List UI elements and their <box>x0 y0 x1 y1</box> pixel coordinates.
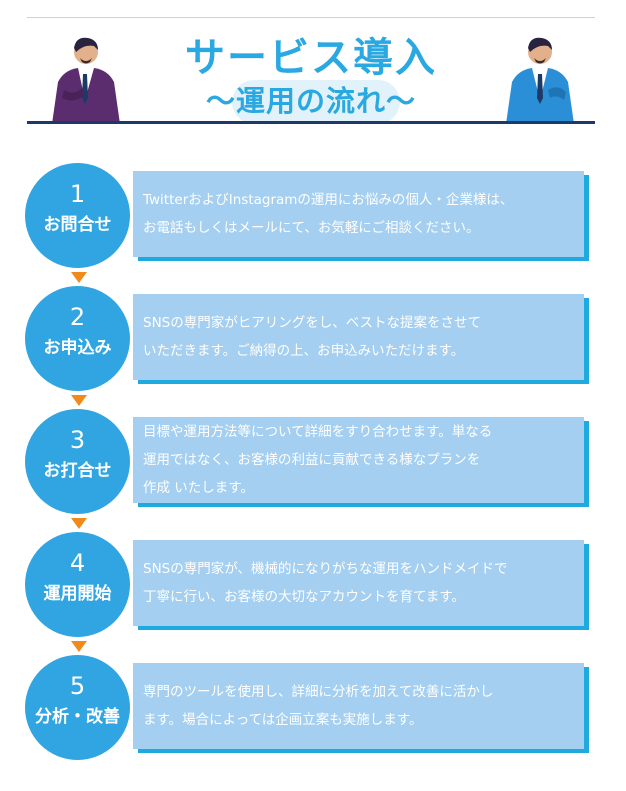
step-circle: 2 お申込み <box>25 286 130 391</box>
step-2: SNSの専門家がヒアリングをし、ベストな提案をさせて いただきます。ご納得の上、… <box>25 286 590 392</box>
step-4: SNSの専門家が、機械的になりがちな運用をハンドメイドで 丁寧に行い、お客様の大… <box>25 532 590 638</box>
step-1: TwitterおよびInstagramの運用にお悩みの個人・企業様は、 お電話も… <box>25 163 590 269</box>
down-arrow-icon <box>71 518 87 529</box>
step-label: お打合せ <box>25 459 130 483</box>
step-5: 専門のツールを使用し、詳細に分析を加えて改善に活かし ます。場合によっては企画立… <box>25 655 590 761</box>
step-number: 3 <box>25 426 130 454</box>
down-arrow-icon <box>71 395 87 406</box>
step-circle: 1 お問合せ <box>25 163 130 268</box>
step-number: 5 <box>25 672 130 700</box>
step-3: 目標や運用方法等について詳細をすり合わせます。単なる 運用ではなく、お客様の利益… <box>25 409 590 515</box>
step-description: 目標や運用方法等について詳細をすり合わせます。単なる 運用ではなく、お客様の利益… <box>143 417 583 503</box>
step-description: SNSの専門家が、機械的になりがちな運用をハンドメイドで 丁寧に行い、お客様の大… <box>143 540 583 626</box>
step-number: 2 <box>25 303 130 331</box>
step-label: お申込み <box>25 336 130 360</box>
step-label: 分析・改善 <box>25 705 130 729</box>
step-description: 専門のツールを使用し、詳細に分析を加えて改善に活かし ます。場合によっては企画立… <box>143 663 583 749</box>
step-circle: 5 分析・改善 <box>25 655 130 760</box>
businessman-blue-icon <box>500 30 582 124</box>
top-divider <box>27 17 595 18</box>
header-underline <box>27 121 595 124</box>
step-circle: 3 お打合せ <box>25 409 130 514</box>
step-number: 4 <box>25 549 130 577</box>
step-label: お問合せ <box>25 213 130 237</box>
step-description: TwitterおよびInstagramの運用にお悩みの個人・企業様は、 お電話も… <box>143 171 583 257</box>
businessman-purple-icon <box>44 30 126 124</box>
step-description: SNSの専門家がヒアリングをし、ベストな提案をさせて いただきます。ご納得の上、… <box>143 294 583 380</box>
down-arrow-icon <box>71 272 87 283</box>
step-circle: 4 運用開始 <box>25 532 130 637</box>
step-number: 1 <box>25 180 130 208</box>
step-label: 運用開始 <box>25 582 130 606</box>
down-arrow-icon <box>71 641 87 652</box>
